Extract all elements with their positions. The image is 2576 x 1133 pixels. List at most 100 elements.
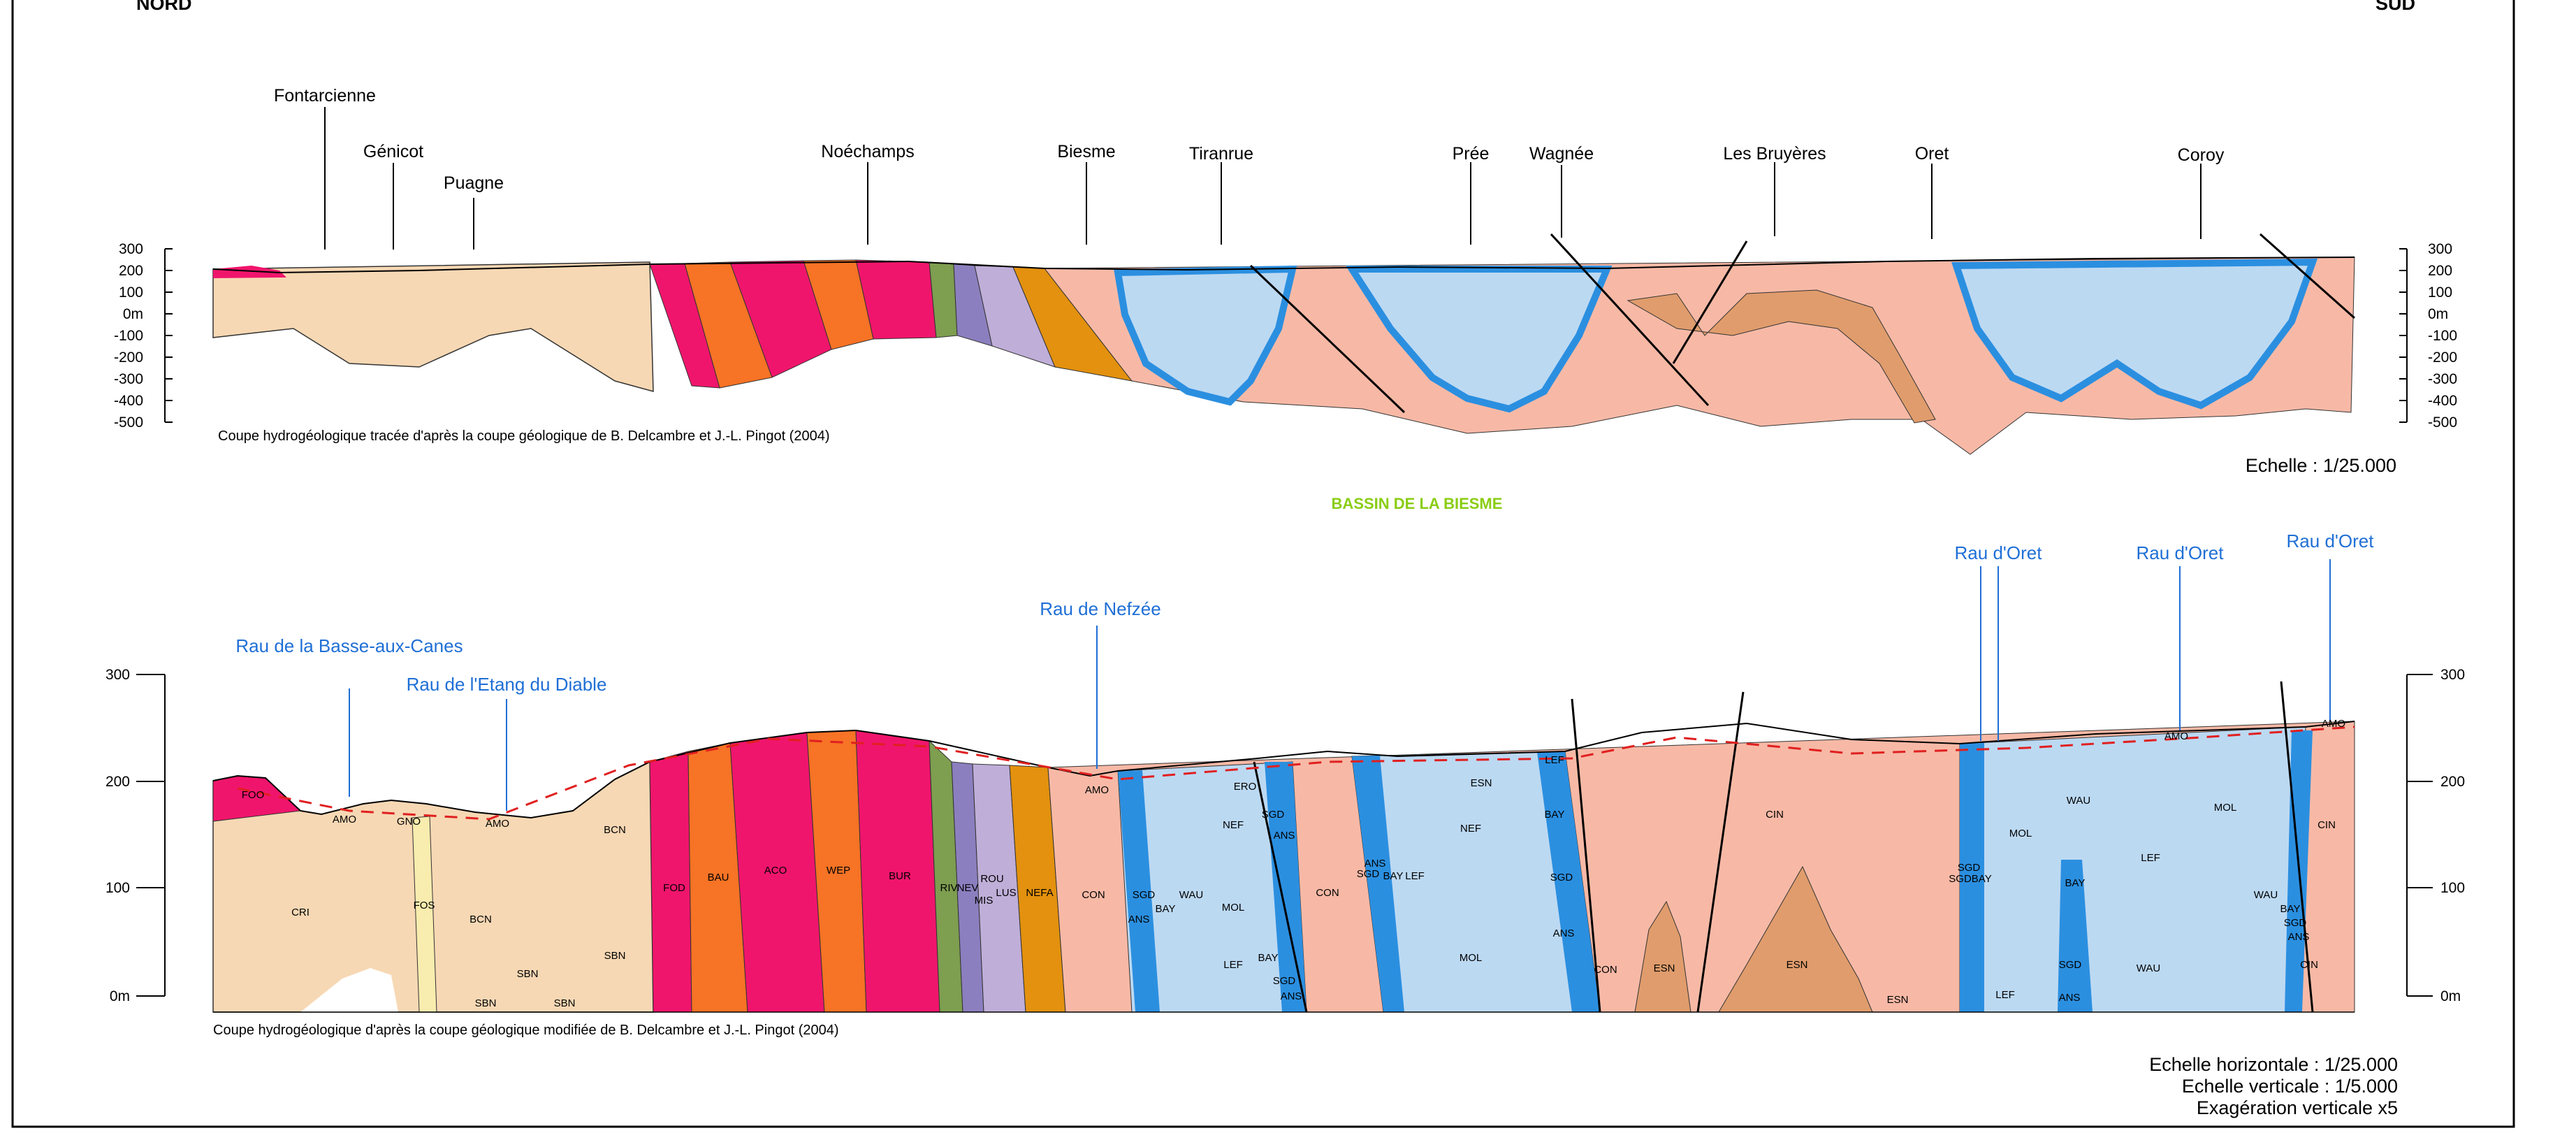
- topography-line: [212, 257, 2355, 274]
- formation-label: MIS: [975, 895, 994, 907]
- formation-label: WAU: [1179, 889, 1203, 901]
- formation-label: WAU: [2254, 889, 2278, 901]
- locality-label: Puagne: [444, 173, 504, 193]
- formation-label: BCN: [470, 914, 492, 925]
- formation-label: MOL: [2214, 802, 2237, 814]
- elev-tick: 300: [2440, 667, 2465, 683]
- formation-label: ANS: [2059, 992, 2081, 1004]
- basin-title: BASSIN DE LA BIESME: [1332, 495, 1503, 512]
- elev-tick: 100: [105, 880, 130, 896]
- formation-label: CIN: [2300, 959, 2318, 971]
- stream-label: Rau de la Basse-aux-Canes: [235, 635, 463, 656]
- formation-label: BAY: [2280, 903, 2301, 915]
- formation-label: FOD: [663, 882, 685, 894]
- formation-label: CIN: [2317, 819, 2336, 831]
- fault: [1253, 761, 1308, 1013]
- formation-label: BUR: [889, 870, 911, 882]
- formation-label: ESN: [1887, 994, 1909, 1006]
- band-blue-3: [1352, 756, 1404, 1012]
- formation-label: ANS: [1553, 928, 1575, 939]
- upper-section: 300 200 100 0m -100 -200 -300 -400 -500: [114, 86, 2457, 476]
- formation-label: SGD: [1262, 809, 1285, 821]
- syncline-tiranrue: [1114, 265, 1297, 406]
- formation-label: CON: [1082, 889, 1105, 901]
- formation-label: AMO: [486, 818, 509, 830]
- upper-geology: [212, 233, 2355, 455]
- topography-line: [212, 721, 2355, 819]
- formation-label: FOO: [242, 789, 265, 801]
- fault: [2280, 681, 2314, 1013]
- formation-label: BAY: [1258, 952, 1279, 964]
- vertical-exaggeration: Exagération verticale x5: [2197, 1097, 2398, 1118]
- formation-label: GNO: [397, 816, 421, 828]
- fault: [1672, 240, 1748, 364]
- page-frame: [11, 0, 2515, 1128]
- formation-label: LEF: [1223, 959, 1243, 971]
- stream-label: Rau d'Oret: [2137, 542, 2225, 563]
- formation-label: ACO: [764, 865, 787, 876]
- elev-tick: 200: [119, 263, 143, 279]
- stream-label: Rau d'Oret: [2287, 531, 2375, 551]
- upper-scale: Echelle : 1/25.000: [2246, 455, 2396, 476]
- formation-label: ANS: [1281, 990, 1302, 1002]
- block-blue-3: [1959, 726, 2306, 1013]
- formation-label: SGD: [1273, 975, 1296, 987]
- elev-tick: 200: [2428, 263, 2452, 279]
- formation-label: BAY: [2065, 877, 2086, 889]
- locality-label: Biesme: [1057, 142, 1115, 161]
- formation-label: AMO: [2322, 718, 2345, 730]
- locality-label: Noéchamps: [821, 142, 914, 161]
- lower-caption: Coupe hydrogéologique d'après la coupe g…: [213, 1023, 839, 1038]
- formation-label: BCN: [604, 824, 626, 836]
- formation-label: NEF: [1223, 819, 1244, 831]
- lower-right-elevation-axis: 300 200 100 0m: [2406, 667, 2465, 1004]
- formation-label: WEP: [827, 865, 850, 876]
- formation-label: SGDBAY: [1949, 873, 1991, 885]
- elev-tick: -300: [114, 371, 143, 387]
- formation-label: SGD: [2059, 959, 2082, 971]
- formation-label: AMO: [333, 814, 356, 825]
- formation-label: LEF: [1995, 989, 2015, 1001]
- unit-cream: [212, 261, 654, 392]
- formation-label: SGD: [1357, 868, 1380, 880]
- syncline-pree: [1345, 266, 1613, 413]
- elev-tick: -200: [2428, 349, 2457, 366]
- formation-label: SBN: [475, 997, 497, 1009]
- band-blue-4: [1537, 751, 1600, 1012]
- formation-label: NEV: [957, 882, 979, 894]
- lower-geology: [212, 681, 2355, 1013]
- south-label: SUD: [2375, 0, 2415, 14]
- formation-label: CIN: [1766, 809, 1784, 821]
- elev-tick: 100: [2428, 284, 2452, 301]
- elev-tick: 200: [105, 774, 130, 790]
- elev-tick: -500: [2428, 414, 2457, 431]
- formation-label: NEFA: [1026, 887, 1053, 899]
- formation-label: SGD: [1133, 889, 1156, 901]
- elev-tick: -300: [2428, 371, 2457, 387]
- locality-label: Wagnée: [1529, 144, 1594, 164]
- unit-tan: [1627, 289, 1936, 424]
- formation-label: MOL: [2009, 828, 2032, 839]
- upper-right-elevation-axis: 300 200 100 0m -100 -200 -300 -400 -500: [2399, 241, 2457, 431]
- formation-label: SBN: [604, 950, 626, 962]
- lower-section: 300 200 100 0m 300 200 100 0m: [105, 531, 2465, 1118]
- formation-label: BAU: [708, 872, 729, 883]
- fault: [2260, 233, 2355, 319]
- formation-label: MOL: [1460, 952, 1483, 964]
- stream-label: Rau d'Oret: [1955, 542, 2043, 563]
- formation-label: LEF: [2141, 852, 2160, 864]
- water-table-line: [237, 726, 2355, 821]
- formation-label: MOL: [1222, 902, 1245, 914]
- locality-label: Prée: [1453, 144, 1490, 164]
- formation-label: WAU: [2137, 962, 2160, 974]
- formation-label: SGD: [2284, 917, 2307, 929]
- locality-label: Coroy: [2178, 145, 2225, 165]
- elev-tick: 100: [119, 284, 143, 301]
- fault: [1249, 264, 1406, 414]
- formation-label: SBN: [517, 968, 539, 980]
- elev-tick: 300: [105, 667, 130, 683]
- elev-tick: 100: [2440, 880, 2465, 896]
- formation-label: LUS: [996, 887, 1016, 899]
- formation-label: ANS: [1128, 914, 1150, 925]
- scale-vertical: Echelle verticale : 1/5.000: [2182, 1076, 2398, 1097]
